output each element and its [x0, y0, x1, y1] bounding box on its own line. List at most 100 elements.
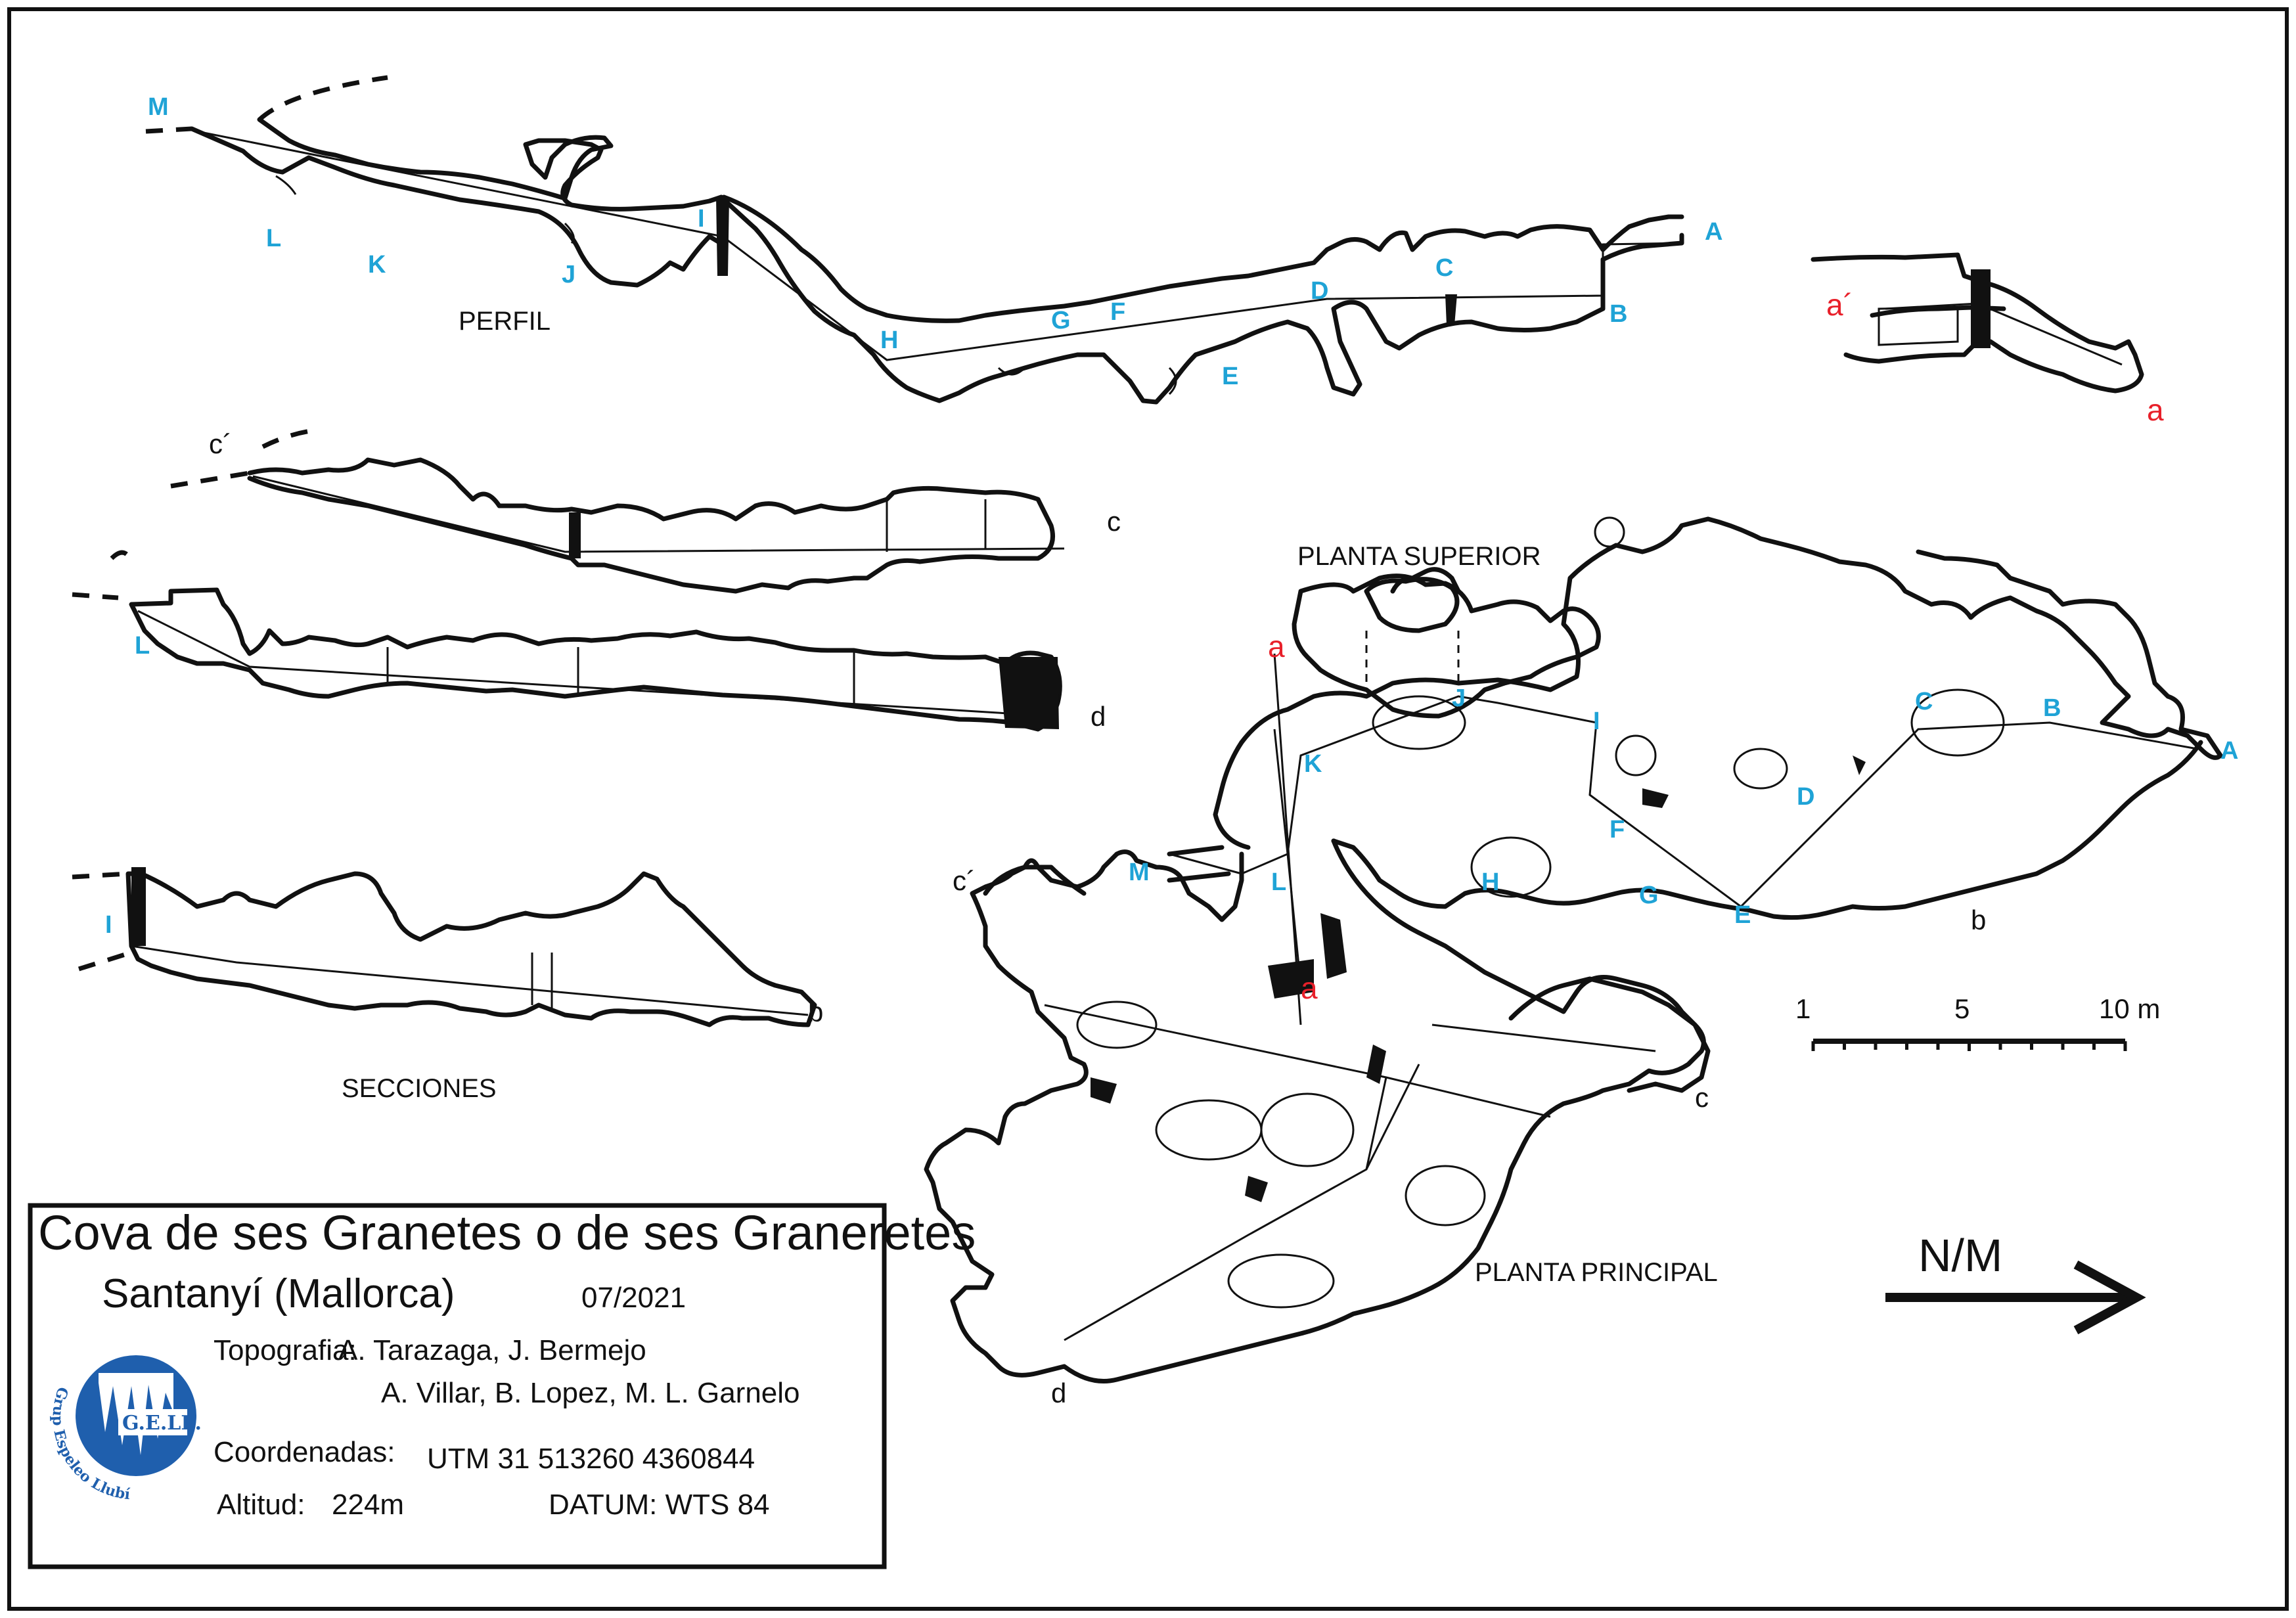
sheet-border [7, 7, 2289, 1611]
profile-station-G: G [1051, 307, 1071, 334]
topography-line-1: A. Tarazaga, J. Bermejo [338, 1334, 646, 1366]
profile-station-F: F [1110, 298, 1125, 326]
cave-location: Santanyí (Mallorca) [102, 1271, 455, 1316]
survey-date: 07/2021 [581, 1282, 686, 1314]
profile-entrance-dash [145, 126, 192, 134]
main-level-plan [924, 516, 2223, 1383]
main-plan-column-1 [1642, 788, 1669, 808]
plan-station-G: G [1639, 882, 1659, 909]
scale-label-5: 5 [1954, 993, 1970, 1024]
profile-station-I: I [698, 205, 705, 233]
profile-shaft-I [716, 197, 729, 276]
label-planta-superior: PLANTA SUPERIOR [1297, 542, 1541, 571]
section-mark-a-plan-bottom: a [1301, 971, 1318, 1005]
section-mark-I: I [105, 911, 112, 939]
north-arrow: N/M [1885, 1230, 2146, 1335]
main-plan-chamber-4 [1227, 1253, 1335, 1309]
section-c-dash-left [170, 470, 250, 489]
profile-outline [189, 126, 1684, 405]
section-d-survey [137, 610, 1052, 717]
section-c-outline [247, 457, 1055, 594]
profile-roof-east [721, 194, 1684, 323]
section-b-column [131, 867, 146, 946]
profile-station-L: L [266, 225, 281, 252]
plan-station-B: B [2043, 694, 2061, 722]
profile-upper-dash [258, 75, 388, 122]
main-plan-chamber-6 [1615, 734, 1657, 776]
north-arrow-head [2073, 1260, 2146, 1335]
profile-station-M: M [148, 93, 169, 121]
section-d-divisions [386, 647, 855, 706]
cave-title: Cova de ses Granetes o de ses Graneretes [38, 1205, 976, 1260]
section-mark-a: a [2147, 393, 2164, 427]
section-mark-L: L [135, 632, 150, 660]
section-mark-c-prime: c´ [209, 428, 232, 459]
profile-station-D: D [1311, 277, 1328, 305]
profile-a-column [1971, 269, 1991, 348]
topography-line-2: A. Villar, B. Lopez, M. L. Garnelo [381, 1377, 800, 1409]
profile-station-B: B [1609, 300, 1627, 328]
north-label: N/M [1918, 1230, 2002, 1281]
scale-label-10m: 10 m [2099, 993, 2160, 1024]
main-plan-pit [1268, 959, 1314, 999]
section-d-dash-top [110, 550, 134, 563]
datum-value: DATUM: WTS 84 [549, 1489, 770, 1521]
profile-station-A: A [1705, 218, 1722, 246]
plan-station-H: H [1481, 868, 1499, 896]
profile-view [145, 75, 1684, 405]
plan-stations: A B C D E F G H I J K L M [1129, 685, 2238, 929]
main-plan-west-outline [924, 838, 1706, 1383]
plan-station-F: F [1609, 816, 1625, 843]
section-c-dash-top [261, 428, 316, 449]
section-d-view [72, 550, 1062, 732]
plan-station-E: E [1734, 901, 1751, 929]
topography-label: Topografia: [214, 1334, 357, 1366]
section-b-survey [131, 945, 809, 1016]
main-plan-chamber-3 [1405, 1165, 1486, 1226]
main-plan-east-outline [1239, 516, 2223, 760]
profile-station-C: C [1435, 254, 1453, 282]
profile-ceiling [257, 117, 724, 212]
main-plan-chamber-C [1910, 688, 2005, 757]
section-mark-d-plan: d [1051, 1378, 1066, 1408]
profile-station-H: H [880, 326, 898, 354]
main-plan-chamber-5 [1076, 1000, 1158, 1049]
section-b-outline [125, 871, 817, 1027]
section-mark-a-plan-top: a [1268, 629, 1285, 663]
main-plan-column-3 [1366, 1045, 1386, 1084]
section-mark-c-plan: c [1695, 1082, 1709, 1113]
main-plan-survey [1044, 695, 2198, 1341]
profile-blocks [275, 175, 1177, 395]
section-b-divisions [531, 953, 553, 1008]
profile-a-view [1811, 252, 2144, 393]
profile-station-E: E [1222, 363, 1238, 390]
section-b-dash-bottom [78, 950, 133, 972]
section-c-divisions [886, 499, 987, 552]
main-plan-column-2 [1853, 755, 1866, 775]
label-planta-principal: PLANTA PRINCIPAL [1475, 1258, 1718, 1287]
coordinates-value: UTM 31 513260 4360844 [427, 1443, 755, 1475]
main-plan-chamber-7 [1733, 748, 1788, 790]
main-plan-column-5 [1091, 1077, 1117, 1104]
profile-survey-line [196, 130, 1682, 361]
upper-plan-chamber [1364, 577, 1460, 633]
profile-stations: M L K J I H G F E D C B A [148, 93, 1722, 390]
main-plan-entrance-M [1167, 845, 1231, 883]
main-plan-c-prime [983, 865, 1087, 896]
section-mark-b: b [808, 997, 823, 1027]
main-plan-chamber-H [1470, 836, 1552, 898]
section-mark-b-plan: b [1971, 905, 1986, 935]
plan-station-A: A [2220, 737, 2238, 765]
plan-station-K: K [1304, 750, 1322, 778]
altitude-label: Altitud: [217, 1489, 305, 1521]
upper-plan-alcove [1390, 567, 1461, 594]
main-plan-chamber-J [1372, 695, 1466, 750]
view-labels: PERFIL SECCIONES PLANTA SUPERIOR PLANTA … [342, 307, 1718, 1287]
profile-station-K: K [368, 251, 386, 279]
plan-station-L: L [1271, 868, 1286, 896]
section-b-line [1431, 1023, 1656, 1052]
profile-column-C [1445, 294, 1457, 325]
section-mark-a-prime: a´ [1826, 288, 1853, 322]
section-c-survey [252, 475, 1065, 553]
section-mark-c: c [1107, 506, 1121, 537]
